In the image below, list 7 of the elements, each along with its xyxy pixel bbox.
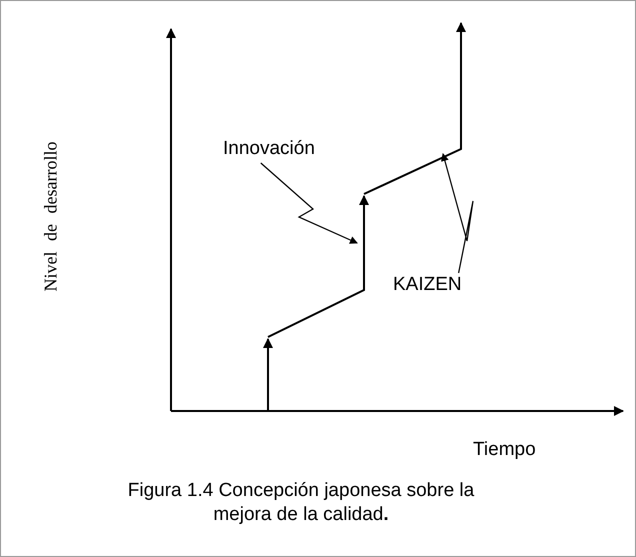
axis-title: Nivel de desarrollo — [40, 142, 62, 292]
leader-line — [260, 162, 358, 244]
leader-label: KAIZEN — [393, 274, 462, 296]
leader-label: Innovación — [223, 138, 315, 160]
axis-title: Tiempo — [473, 439, 536, 461]
leader-line — [441, 153, 474, 274]
figure-caption: Figura 1.4 Concepción japonesa sobre la mejora de la calidad. — [126, 479, 476, 527]
